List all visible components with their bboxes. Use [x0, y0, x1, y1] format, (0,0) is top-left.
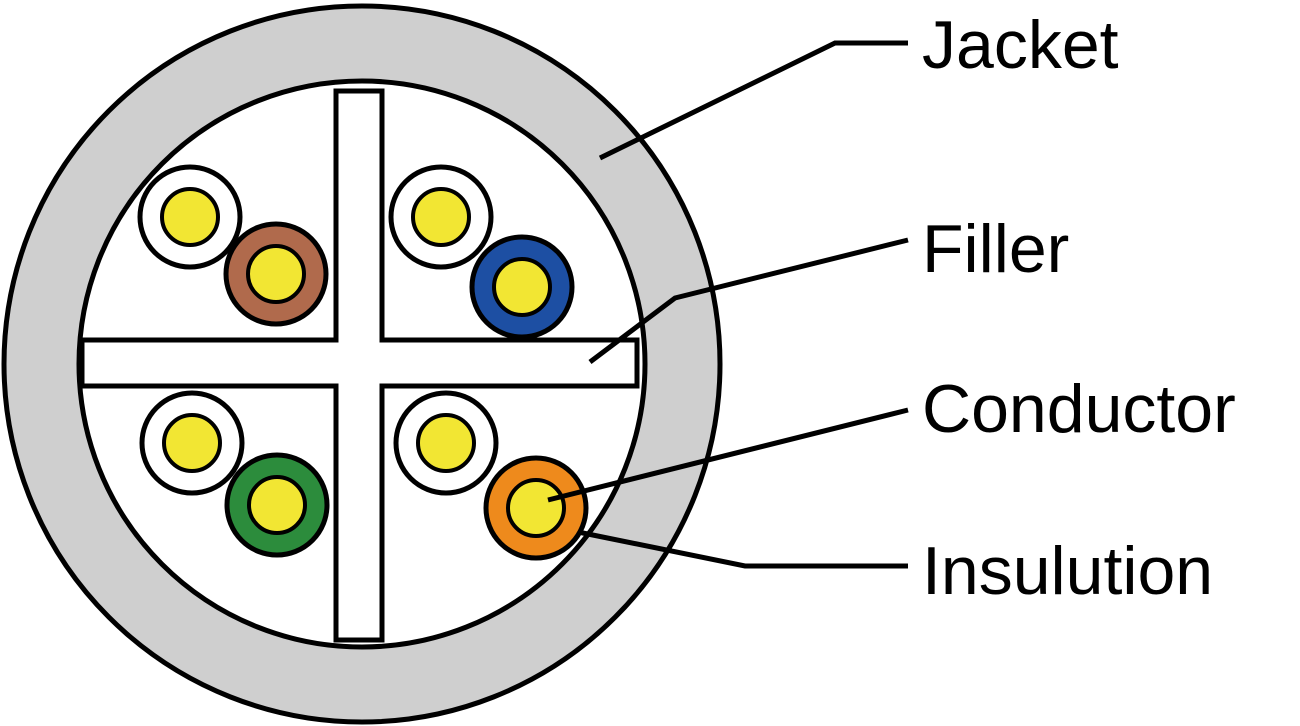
conductor: [416, 413, 476, 473]
conductor: [411, 187, 471, 247]
label-jacket: Jacket: [922, 7, 1119, 83]
leader-line-filler: [588, 237, 909, 364]
label-conductor: Conductor: [922, 371, 1236, 447]
conductor: [506, 478, 566, 538]
conductor: [160, 187, 220, 247]
conductor: [492, 257, 552, 317]
leader-line-insulation: [577, 529, 908, 569]
twisted-pair-blue: [388, 164, 575, 340]
filler-separator: [79, 88, 640, 643]
leader-line-conductor: [547, 407, 909, 503]
conductor: [162, 413, 222, 473]
label-insulation: Insulution: [922, 533, 1213, 609]
twisted-pair-green: [139, 390, 330, 558]
conductor: [247, 475, 307, 535]
leader-line-jacket: [598, 40, 908, 161]
label-filler: Filler: [922, 211, 1069, 287]
twisted-pair-orange: [393, 390, 589, 561]
conductor: [246, 244, 306, 304]
twisted-pair-brown: [137, 164, 329, 327]
